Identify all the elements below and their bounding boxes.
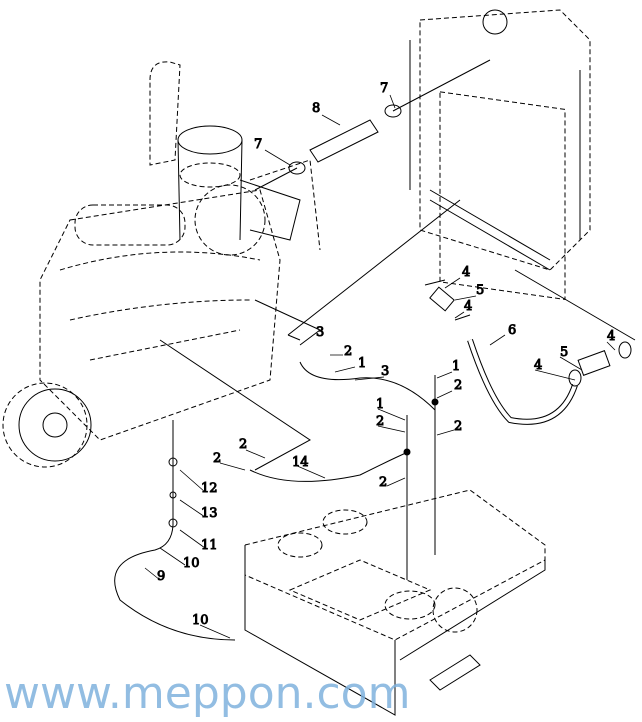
callout-11: 11 [201,538,218,553]
fuel-tank [244,489,546,716]
callout-4d: 4 [534,358,542,373]
callout-2e: 2 [239,437,247,452]
callout-13: 13 [201,506,218,521]
callout-10b: 10 [192,613,209,628]
callout-10a: 10 [183,556,200,571]
callout-1c: 1 [376,397,384,412]
upper-hose [254,59,491,191]
callout-8: 8 [312,101,320,116]
callout-4b: 4 [464,299,472,314]
callout-2c: 2 [376,414,384,429]
callout-2a: 2 [344,344,352,359]
callout-labels: 7 8 7 3 2 1 4 5 4 6 4 5 4 1 2 3 1 2 2 2 … [157,81,616,629]
callout-1a: 1 [358,356,366,371]
callout-14: 14 [292,455,309,470]
callout-3a: 3 [316,325,324,340]
callout-6: 6 [508,323,516,338]
callout-5a: 5 [476,283,484,298]
callout-1b: 1 [452,359,460,374]
engine [39,61,321,441]
lower-hose [287,199,636,425]
flywheel [2,382,92,468]
callout-2d: 2 [454,419,462,434]
leader-lines [144,94,616,639]
callout-9: 9 [157,569,165,584]
callout-7a: 7 [380,81,388,96]
callout-12: 12 [201,481,218,496]
callout-2g: 2 [379,475,387,490]
radiator [409,9,591,300]
callout-5b: 5 [560,345,568,360]
callout-3b: 3 [381,364,389,379]
callout-2f: 2 [213,451,221,466]
watermark: www.meppon.com [4,668,410,719]
fuel-lines [114,299,439,641]
callout-4a: 4 [462,265,470,280]
callout-4c: 4 [607,329,615,344]
callout-2b: 2 [454,378,462,393]
callout-7b: 7 [254,137,262,152]
